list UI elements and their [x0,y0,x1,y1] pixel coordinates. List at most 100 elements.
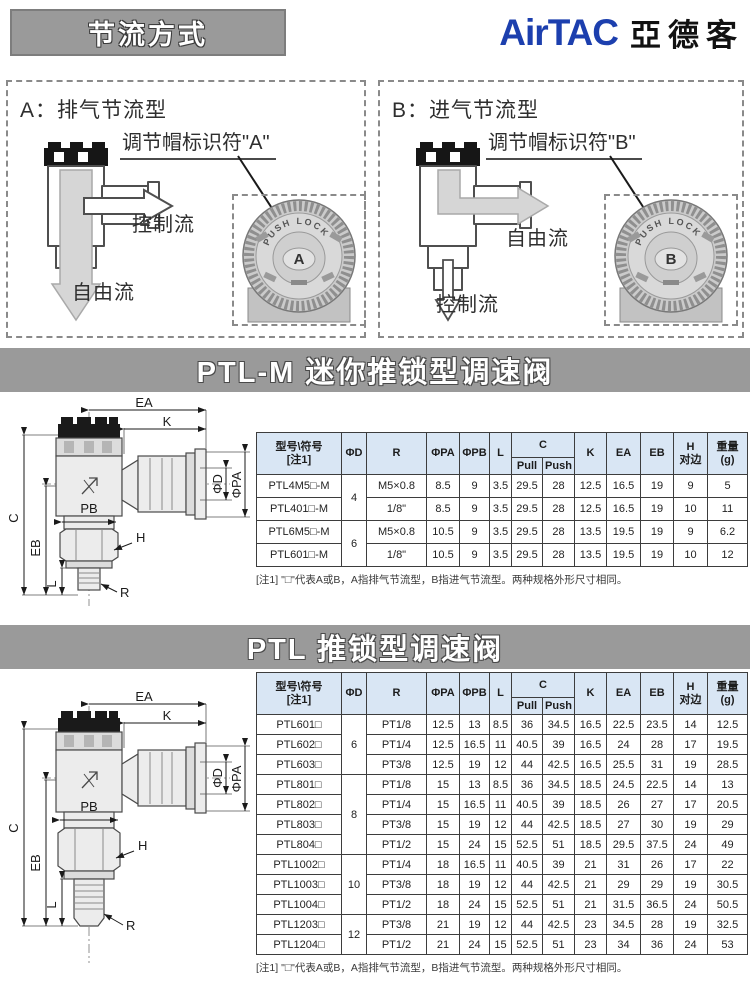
table-cell: 27 [640,794,675,815]
table-cell: 52.5 [511,894,543,915]
table-cell: 15 [426,774,460,795]
table-cell: 3.5 [489,497,512,521]
table-cell: 5 [707,474,749,498]
table-cell: PTL601□-M [256,543,342,567]
column-header: Push [541,457,576,475]
table-cell: 30 [640,814,675,835]
table-cell: 28 [541,497,576,521]
table-cell: 13.5 [574,520,608,544]
column-header: 重量(g) [707,432,749,475]
table-cell: 16.5 [459,794,490,815]
dim-label-h2: H [138,838,147,853]
table-cell: 10.5 [426,520,460,544]
table-cell: 42.5 [541,814,576,835]
table-cell: 29 [707,814,749,835]
table-cell: 12.5 [707,714,749,735]
table-cell: 3.5 [489,543,512,567]
table-cell: 39 [541,794,576,815]
table-cell: 18 [426,874,460,895]
table-cell: 10.5 [426,543,460,567]
table-cell: 17 [673,734,709,755]
table-cell: 16.5 [459,854,490,875]
table-cell: 19 [459,754,490,775]
table-cell: PT1/4 [366,734,427,755]
table-cell: 11 [707,497,749,521]
table-cell: 13 [459,774,490,795]
airtac-logo-cn: 亞德客 [630,18,744,53]
column-header: 型号\符号[注1] [256,432,342,475]
column-header: ΦD [341,672,367,715]
column-header: ΦPB [459,672,490,715]
column-header: K [574,432,608,475]
table-cell: PTL603□ [256,754,342,775]
table-cell: PTL801□ [256,774,342,795]
throttle-box-a: A：排气节流型 调节帽标识符"A" 控制流 自由流 [6,80,366,338]
table-cell: 15 [489,934,512,955]
table-cell: 8.5 [489,714,512,735]
table-cell: 51 [541,894,576,915]
valve-diagram-a [44,142,175,322]
table-cell: 29.5 [511,497,543,521]
table-cell: 10 [673,543,709,567]
column-header: R [366,432,427,475]
table-cell: 26 [640,854,675,875]
table-cell: 25.5 [606,754,642,775]
section-title-ptl-text: PTL 推锁型调速阀 [246,634,504,666]
throttle-box-b: B：进气节流型 调节帽标识符"B" 自由流 控制流 [378,80,744,338]
table-cell: 34.5 [541,714,576,735]
table-cell: 13 [459,714,490,735]
table-cell: 11 [489,854,512,875]
dim-label-pb: PB [80,501,97,516]
table-cell: PTL803□ [256,814,342,835]
table-cell: PTL401□-M [256,497,342,521]
column-header: 重量(g) [707,672,749,715]
table-cell: PT1/2 [366,834,427,855]
table-cell: 16.5 [606,497,642,521]
table-cell: PTL1203□ [256,914,342,935]
column-header: L [489,432,512,475]
table-cell: 18 [426,894,460,915]
table-cell: 12.5 [426,754,460,775]
table-cell: 21 [574,894,608,915]
table-cell: 19 [673,874,709,895]
table-cell: PT1/2 [366,894,427,915]
cap-label-a: 调节帽标识符"A" [120,126,276,160]
valve-diagram-b [416,142,550,322]
table-cell: M5×0.8 [366,474,427,498]
table-cell: 21 [574,874,608,895]
table-cell: 34.5 [606,914,642,935]
table-cell: 28 [541,520,576,544]
cap-label-b: 调节帽标识符"B" [486,126,642,160]
table-cell: M5×0.8 [366,520,427,544]
column-header: C [510,672,576,698]
dim-label-phi-pa: ΦPA [229,471,244,498]
table-cell: 6.2 [707,520,749,544]
table-cell: 17 [673,794,709,815]
page-title-text: 节流方式 [88,20,208,50]
table-cell: PTL802□ [256,794,342,815]
column-header: ΦPA [426,672,460,715]
table-cell: 12.5 [574,497,608,521]
table-cell: 14 [673,714,709,735]
dim-label-c2: C [6,823,21,832]
table-cell: 18.5 [574,834,608,855]
table-cell: 24 [459,834,490,855]
table-cell: 19 [459,914,490,935]
airtac-logo: AirTAC 亞德客 [499,10,744,55]
table-cell: 18 [426,854,460,875]
table-cell: 15 [426,814,460,835]
table-cell: 18.5 [574,814,608,835]
table-cell: 19.5 [606,520,642,544]
ptl-note: [注1] "□"代表A或B，A指排气节流型，B指进气节流型。两种规格外形尺寸相同… [256,962,628,974]
table-cell: 8.5 [489,774,512,795]
table-cell: 26 [606,794,642,815]
table-cell: 16.5 [574,754,608,775]
ptl-m-note: [注1] "□"代表A或B，A指排气节流型，B指进气节流型。两种规格外形尺寸相同… [256,574,628,586]
table-cell: PT3/8 [366,754,427,775]
